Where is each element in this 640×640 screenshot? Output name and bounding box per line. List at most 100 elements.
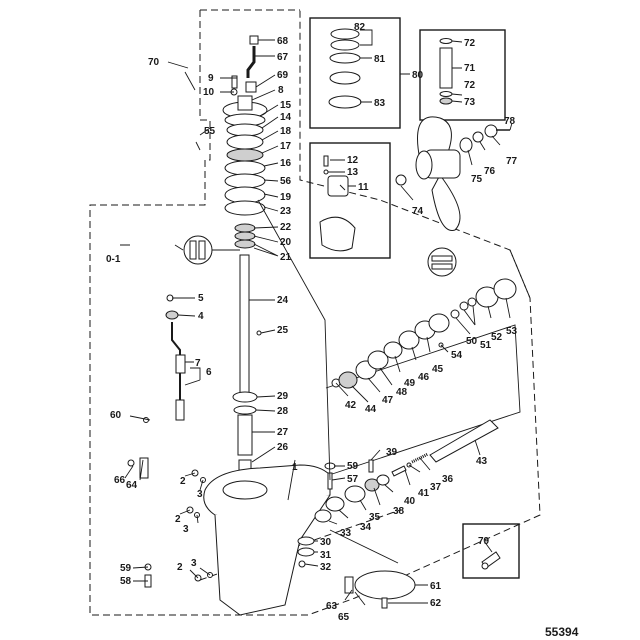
part-14 [226, 123, 264, 137]
part-82 [330, 39, 360, 51]
callout-16: 16 [280, 158, 292, 169]
callout-23: 23 [280, 206, 292, 217]
part-12 [323, 155, 329, 167]
part-40 [376, 474, 390, 486]
part-11 [327, 175, 349, 197]
callout-10: 10 [203, 87, 215, 98]
callout-49: 49 [404, 378, 416, 389]
part-31 [297, 547, 315, 557]
callout-73: 73 [464, 97, 476, 108]
part-27 [237, 414, 253, 456]
callout-31: 31 [320, 550, 332, 561]
callout-1: 1 [292, 462, 298, 473]
callout-22: 22 [280, 222, 292, 233]
callout-39: 39 [386, 447, 398, 458]
callout-29: 29 [277, 391, 289, 402]
callout-72: 72 [464, 80, 476, 91]
part-50 [450, 309, 460, 319]
part-9 [231, 75, 238, 89]
part-69 [245, 81, 257, 93]
callout-43: 43 [476, 456, 488, 467]
callout-14: 14 [280, 112, 292, 123]
part-81 [329, 52, 361, 64]
callout-81: 81 [374, 54, 386, 65]
callout-55: 55 [204, 126, 216, 137]
callout-21: 21 [280, 252, 292, 263]
water-pump-housing-parts [319, 155, 356, 252]
part-51 [467, 297, 477, 307]
callout-38: 38 [393, 506, 405, 517]
part-83 [328, 95, 362, 109]
part-46 [398, 330, 420, 350]
part-13 [323, 169, 329, 175]
part-68 [249, 35, 259, 45]
part-41 [391, 465, 407, 477]
part-22 [234, 223, 256, 233]
callout-34: 34 [360, 522, 372, 533]
part-76 [472, 131, 484, 143]
callout-5: 5 [198, 293, 204, 304]
callout-27: 27 [277, 427, 289, 438]
callout-33: 33 [340, 528, 352, 539]
callout-12: 12 [347, 155, 359, 166]
part-23 [224, 200, 266, 216]
callout-54: 54 [451, 350, 463, 361]
callout-labels: 1 2 2 2 3 3 3 4 5 6 7 8 9 10 11 12 13 14… [106, 22, 579, 639]
callout-79: 79 [478, 536, 490, 547]
callout-50: 50 [466, 336, 478, 347]
gear-group-outline [319, 324, 521, 479]
callout-83: 83 [374, 98, 386, 109]
callout-69: 69 [277, 70, 289, 81]
part-66 [127, 459, 135, 467]
callout-67: 67 [277, 52, 289, 63]
part-44 [338, 371, 358, 389]
callout-3: 3 [197, 489, 203, 500]
callout-75: 75 [471, 174, 483, 185]
callout-65: 65 [338, 612, 350, 623]
speedo-fitting-parts [481, 551, 501, 570]
part-75 [459, 137, 473, 153]
part-61-anode [354, 570, 416, 600]
pump-kit-parts [328, 28, 362, 109]
part-48 [367, 350, 389, 370]
part-30 [297, 536, 315, 546]
callout-15: 15 [280, 100, 292, 111]
leader-lines [120, 29, 513, 606]
part-62 [381, 597, 388, 609]
part-72-bottom [439, 91, 453, 97]
gear-parts [314, 247, 517, 523]
callout-45: 45 [432, 364, 444, 375]
callout-78: 78 [504, 116, 516, 127]
part-17 [226, 148, 264, 162]
callout-37: 37 [430, 482, 442, 493]
callout-80: 80 [412, 70, 424, 81]
callout-46: 46 [418, 372, 430, 383]
part-24-driveshaft [239, 254, 250, 396]
callout-41: 41 [418, 488, 430, 499]
callout-47: 47 [382, 395, 394, 406]
callout-70: 70 [148, 57, 160, 68]
callout-36: 36 [442, 474, 454, 485]
callout-28: 28 [277, 406, 289, 417]
propshaft-group-outline [509, 249, 531, 299]
callout-63: 63 [326, 601, 338, 612]
part-77 [484, 124, 498, 138]
callout-68: 68 [277, 36, 289, 47]
part-53 [493, 278, 517, 300]
callout-59: 59 [347, 461, 359, 472]
group-label: 0-1 [106, 254, 121, 265]
callout-82: 82 [354, 22, 366, 33]
callout-2: 2 [175, 514, 181, 525]
callout-32: 32 [320, 562, 332, 573]
trim-tab-box [419, 29, 506, 121]
part-16 [224, 160, 266, 176]
callout-53: 53 [506, 326, 518, 337]
callout-76: 76 [484, 166, 496, 177]
callout-40: 40 [404, 496, 416, 507]
part-56 [224, 173, 266, 189]
callout-24: 24 [277, 295, 289, 306]
callout-56: 56 [280, 176, 292, 187]
part-28 [233, 405, 257, 415]
driveshaft-column [183, 35, 268, 471]
